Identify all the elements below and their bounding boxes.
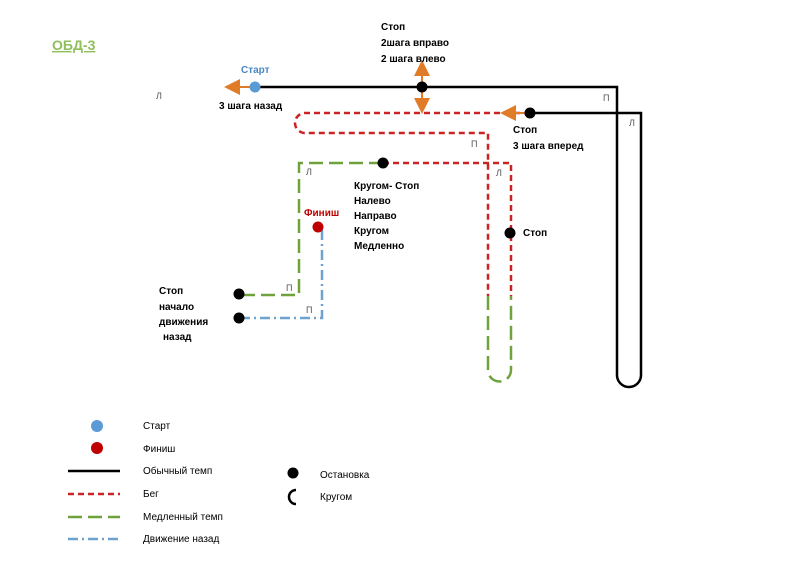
- label-turns-1: Кругом- Стоп: [354, 181, 419, 192]
- turn-mark-left-4: Л: [496, 168, 502, 178]
- stop-point-left-upper: [233, 288, 245, 300]
- turn-mark-right-3: П: [286, 283, 292, 293]
- label-back3: 3 шага назад: [219, 101, 283, 112]
- legend-turnaround-label: Кругом: [320, 492, 352, 503]
- backward-segment: [240, 228, 324, 320]
- legend-start-swatch: [91, 420, 103, 432]
- label-stop-mid: Стоп: [523, 228, 547, 239]
- label-stop-right-2: 3 шага вперед: [513, 141, 584, 152]
- label-stop-left-1: Стоп: [159, 286, 183, 297]
- normal-segment-top: [255, 85, 643, 389]
- turn-mark-right-2: П: [471, 139, 477, 149]
- label-start: Старт: [241, 65, 270, 76]
- slow-segment-u-turn: [486, 296, 513, 383]
- label-stop-top-1: Стоп: [381, 22, 405, 33]
- turn-mark-right-4: П: [306, 305, 312, 315]
- label-turns-4: Кругом: [354, 226, 389, 237]
- diagram-title: ОБД-3: [52, 37, 96, 53]
- route-backward: [240, 228, 324, 320]
- label-stop-left-4: назад: [163, 332, 192, 343]
- finish-point: [312, 221, 324, 233]
- label-turns-3: Направо: [354, 211, 397, 222]
- legend: Старт Финиш Обычный темп Бег Медленный т…: [68, 420, 370, 545]
- label-stop-left-3: движения: [159, 317, 208, 328]
- run-segment-upper: [293, 111, 530, 296]
- stop-point-turns: [377, 157, 389, 169]
- legend-backward-label: Движение назад: [143, 534, 219, 545]
- turn-mark-left-2: Л: [629, 118, 635, 128]
- legend-run-label: Бег: [143, 489, 159, 500]
- start-point: [249, 81, 261, 93]
- legend-finish-swatch: [91, 442, 103, 454]
- slow-segment-left: [240, 161, 383, 297]
- legend-start-label: Старт: [143, 421, 171, 432]
- stop-point-left-lower: [233, 312, 245, 324]
- run-segment-lower: [383, 161, 513, 296]
- label-stop-right-1: Стоп: [513, 125, 537, 136]
- route-run: [293, 111, 530, 296]
- stop-point-right: [524, 107, 536, 119]
- turn-mark-right-1: П: [603, 93, 609, 103]
- legend-stop-swatch: [287, 467, 299, 479]
- turn-mark-left-1: Л: [156, 91, 162, 101]
- label-turns-5: Медленно: [354, 241, 404, 252]
- route-slow: [240, 161, 513, 383]
- turn-mark-left-3: Л: [306, 167, 312, 177]
- legend-turnaround-swatch: [287, 488, 297, 506]
- label-stop-top-3: 2 шага влево: [381, 54, 446, 65]
- legend-slow-label: Медленный темп: [143, 512, 223, 523]
- stop-point-mid: [504, 227, 516, 239]
- label-stop-left-2: начало: [159, 302, 194, 313]
- route-normal: [255, 85, 643, 389]
- label-turns-2: Налево: [354, 196, 391, 207]
- label-stop-top-2: 2шага вправо: [381, 38, 449, 49]
- legend-stop-label: Остановка: [320, 470, 370, 481]
- stop-point-top: [416, 81, 428, 93]
- legend-normal-label: Обычный темп: [143, 465, 212, 477]
- label-finish: Финиш: [304, 208, 339, 219]
- legend-finish-label: Финиш: [143, 444, 175, 455]
